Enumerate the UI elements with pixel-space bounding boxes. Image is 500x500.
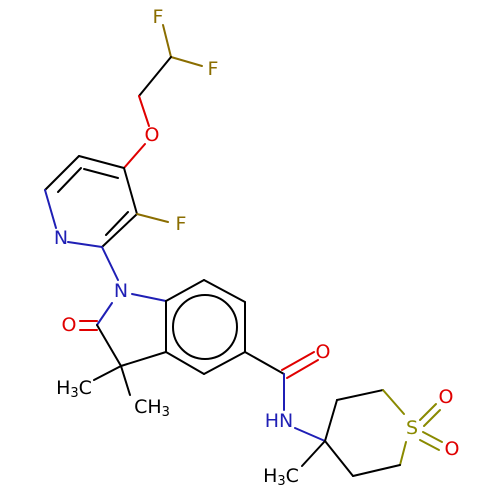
bond-o-c4 bbox=[123, 143, 146, 169]
bond-s-ch2c bbox=[399, 441, 407, 466]
atom-n-indolinone: N bbox=[114, 280, 128, 302]
atom-o-ether: O bbox=[145, 124, 160, 146]
bond-c2-c3 bbox=[101, 213, 138, 248]
bond-n-c7a bbox=[131, 293, 167, 302]
bond-so-1b bbox=[423, 409, 441, 427]
bond-c5-camide bbox=[244, 351, 285, 375]
bond-f-top bbox=[162, 24, 172, 58]
aromatic-ring-circle bbox=[172, 294, 238, 360]
methyl-label-1: H3C bbox=[56, 377, 92, 401]
atom-nh-amide: HN bbox=[265, 410, 294, 432]
bond-n1-c2 bbox=[67, 241, 103, 248]
bond-ch2a-ch2b bbox=[336, 389, 384, 401]
atom-f-pyridine: F bbox=[176, 213, 187, 235]
bond-c5-c4 bbox=[203, 351, 246, 375]
methyl-label-3: H3C bbox=[263, 465, 299, 489]
atom-o-sulfone-2: O bbox=[445, 438, 460, 460]
bonds bbox=[44, 24, 443, 477]
bond-c2-c3-inner bbox=[105, 211, 129, 236]
atom-f-top: F bbox=[153, 6, 164, 28]
bond-so-2b bbox=[419, 439, 440, 451]
bond-c3-me1 bbox=[93, 365, 122, 381]
atom-f-right: F bbox=[208, 58, 219, 80]
bond-ch2-o bbox=[138, 95, 150, 127]
methyl-1-sub: 3 bbox=[70, 386, 78, 401]
methyl-label-2: CH3 bbox=[134, 396, 170, 420]
methyl-2-ch: CH bbox=[134, 396, 162, 418]
bond-cq-ch2a bbox=[324, 399, 338, 442]
atom-o-lactam: O bbox=[62, 314, 77, 336]
bond-cq-me3 bbox=[301, 440, 326, 467]
methyl-3-h: H bbox=[263, 465, 277, 487]
methyl-2-sub: 3 bbox=[162, 405, 170, 420]
methyl-1-c: C bbox=[79, 377, 92, 399]
bond-c4-c5 bbox=[78, 155, 125, 169]
bond-c4-c5-inner bbox=[83, 168, 119, 179]
methyl-3-sub: 3 bbox=[277, 474, 285, 489]
bond-c3-c4 bbox=[123, 167, 138, 215]
bond-amide-co-1 bbox=[281, 351, 315, 371]
bond-so-1 bbox=[419, 403, 437, 421]
bond-ch2d-cq bbox=[324, 440, 354, 477]
bond-f-right bbox=[170, 56, 203, 67]
bond-c5-c6-inner bbox=[57, 167, 82, 193]
bond-c5-c6 bbox=[44, 155, 80, 191]
atom-s-sulfone: S bbox=[406, 417, 418, 439]
bond-c6-n1 bbox=[44, 189, 57, 229]
bond-chf2-ch2 bbox=[138, 56, 172, 97]
bond-n-c2 bbox=[96, 302, 113, 326]
atom-labels: F F O F N N O H3C CH3 O HN S O O H3C bbox=[54, 6, 460, 489]
bond-c7-c6 bbox=[203, 279, 246, 303]
bond-c2-n-ind bbox=[101, 246, 119, 281]
atom-o-sulfone-1: O bbox=[439, 386, 454, 408]
atom-o-amide: O bbox=[316, 341, 331, 363]
bond-ch2c-ch2d bbox=[352, 464, 401, 477]
methyl-1-h: H bbox=[56, 377, 70, 399]
bond-c2-c3ind bbox=[96, 324, 122, 367]
bond-ch2b-s bbox=[382, 389, 405, 415]
methyl-3-c: C bbox=[286, 465, 299, 487]
bond-c4-c3a bbox=[165, 351, 205, 375]
atom-n-pyridine: N bbox=[54, 227, 68, 249]
bond-c7a-c7 bbox=[165, 279, 205, 302]
bond-so-2 bbox=[422, 431, 443, 443]
bond-amide-co-2 bbox=[286, 359, 319, 379]
bond-c3-c3a bbox=[120, 351, 167, 367]
bond-c3-f bbox=[136, 213, 169, 223]
bond-n-cq bbox=[294, 427, 326, 442]
bond-c3-me2 bbox=[120, 365, 131, 396]
